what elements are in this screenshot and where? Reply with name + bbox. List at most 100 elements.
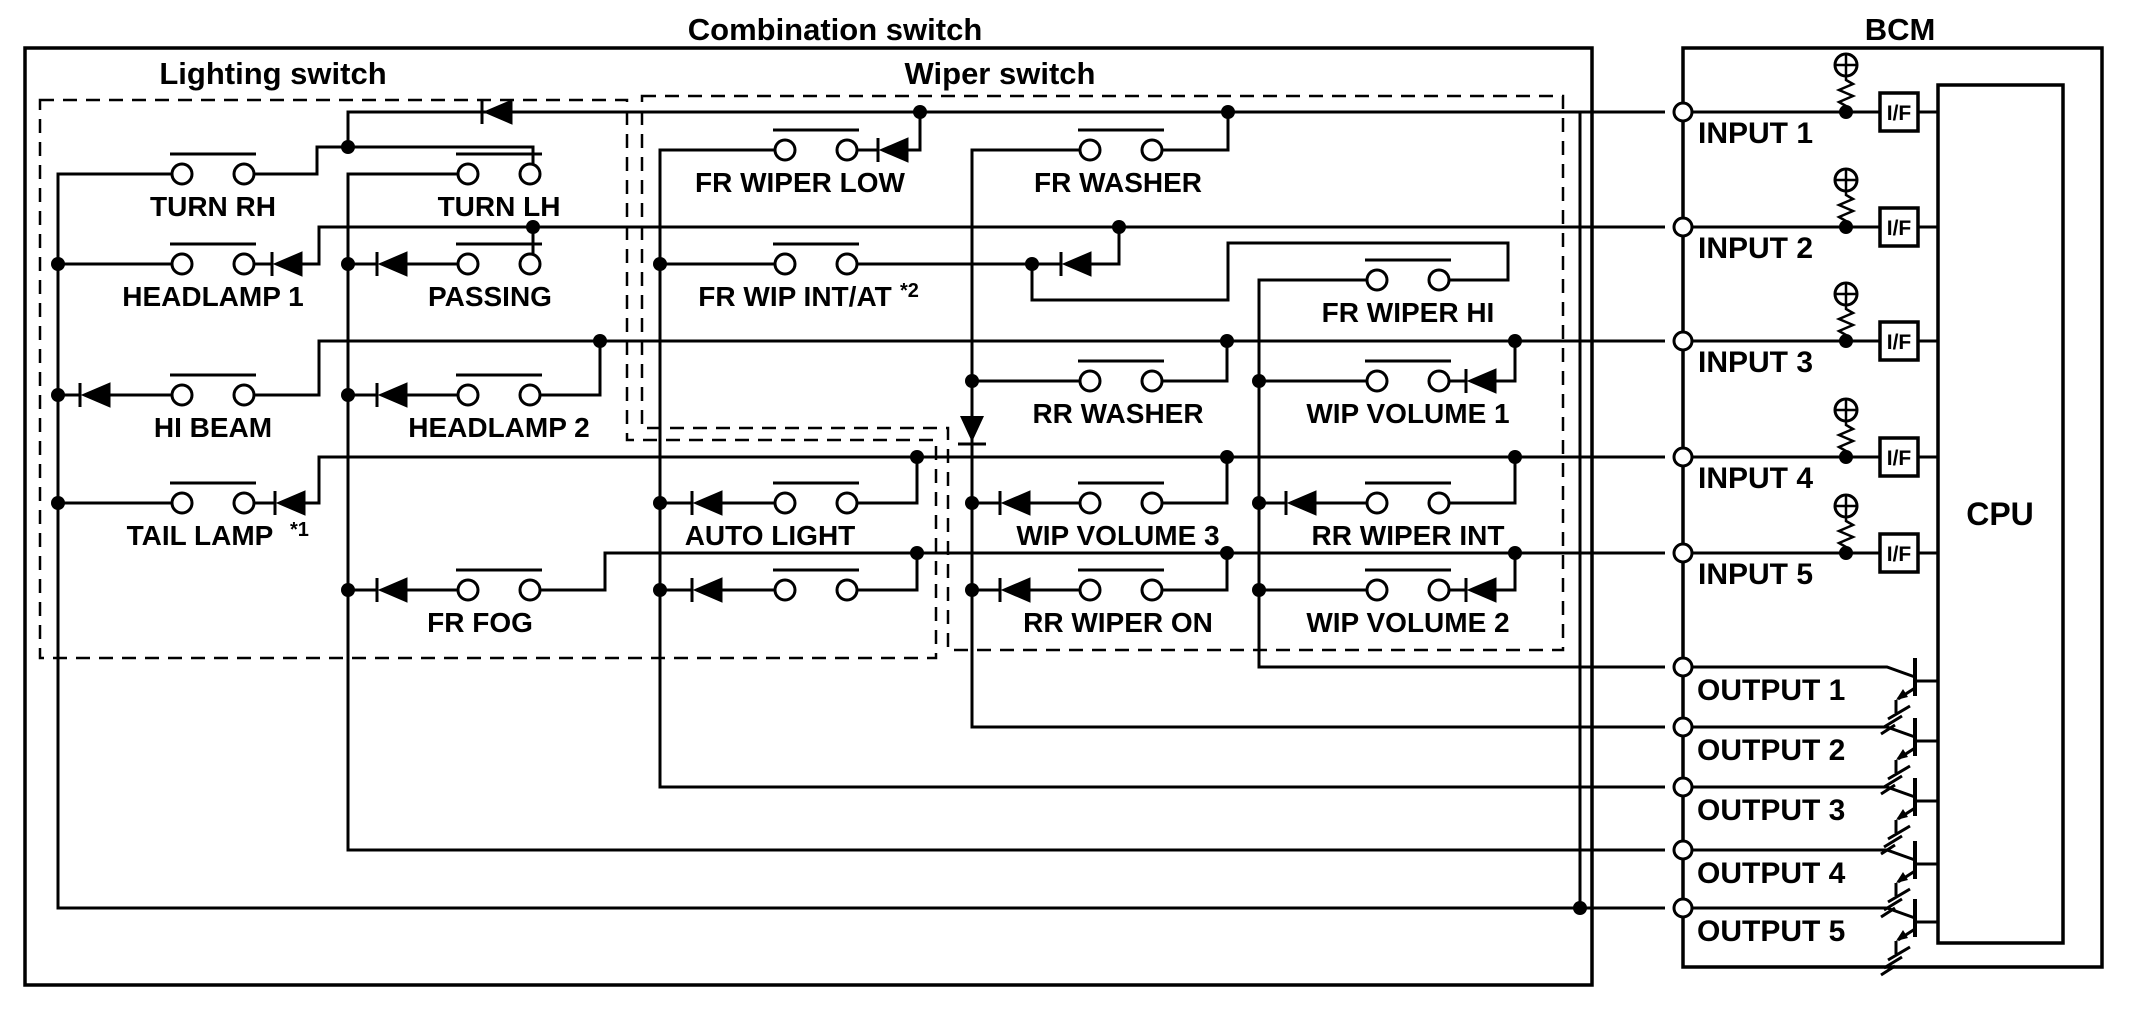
wiper-switch-dashed-box [640,94,1565,652]
if-label: I/F [1887,102,1912,125]
if-label: I/F [1887,331,1912,354]
auto-light-label: AUTO LIGHT [685,520,856,551]
titles: Combination switch BCM Lighting switch W… [159,12,1935,91]
switch-fr-wiper-hi [1363,258,1453,292]
switch-turn-rh [168,152,258,186]
terminal-output-5 [1672,897,1694,919]
diode-icon [375,250,411,278]
switch-headlamp-2 [454,373,544,407]
input-3-label: INPUT 3 [1698,346,1813,379]
fr-fog-label: FR FOG [427,607,533,638]
headlamp-1-label: HEADLAMP 1 [122,281,304,312]
output-4-label: OUTPUT 4 [1697,857,1846,890]
wip-volume-3-label: WIP VOLUME 3 [1016,520,1219,551]
switch-unlabeled [771,568,861,602]
cpu-label: CPU [1966,496,2034,532]
diode-icon [1464,576,1500,604]
wip-volume-2-label: WIP VOLUME 2 [1306,607,1509,638]
rr-wiper-on-label: RR WIPER ON [1023,607,1213,638]
switch-turn-lh [454,152,544,186]
cpu-box [1936,83,2065,945]
terminal-input-1 [1672,101,1694,123]
tail-lamp-note: *1 [290,519,309,541]
switch-fr-wiper-low [771,128,861,162]
terminal-output-3 [1672,776,1694,798]
output-2-label: OUTPUT 2 [1697,734,1845,767]
wires [56,110,1938,910]
terminal-input-2 [1672,216,1694,238]
fr-wiper-low-label: FR WIPER LOW [695,167,906,198]
diode-icon [375,381,411,409]
wiper-switch-title: Wiper switch [905,56,1096,91]
switch-hi-beam [168,373,258,407]
pullup-resistor-icon [1833,493,1859,562]
rr-washer-label: RR WASHER [1032,398,1203,429]
bcm-title: BCM [1865,12,1936,47]
diode-icon [1059,250,1095,278]
tail-lamp-label: TAIL LAMP [127,520,274,551]
terminal-output-2 [1672,716,1694,738]
terminal-input-3 [1672,330,1694,352]
if-box [1878,436,1920,478]
fr-wiper-hi-label: FR WIPER HI [1322,297,1495,328]
hi-beam-label: HI BEAM [154,412,272,443]
switch-wip-volume-2 [1363,568,1453,602]
junction-dots [51,105,1587,915]
switch-headlamp-1 [168,242,258,276]
bcm-internal-wires [1692,110,1938,555]
if-label: I/F [1887,447,1912,470]
switch-fr-fog [454,568,544,602]
input-lines [254,110,1665,592]
combination-switch-box [23,46,1594,987]
pullup-resistor-icon [1833,167,1859,236]
input-1-label: INPUT 1 [1698,117,1813,150]
pullup-resistor-icon [1833,52,1859,121]
switch-fr-washer [1076,128,1166,162]
diode-icon [78,381,114,409]
combination-switch-title: Combination switch [688,12,983,47]
diode-icon [998,576,1034,604]
switch-fr-wip-int-at [771,242,861,276]
switch-tail-lamp [168,481,258,515]
turn-lh-label: TURN LH [438,191,561,222]
switch-wip-volume-3 [1076,481,1166,515]
fr-wip-int-at-label: FR WIP INT/AT [698,281,891,312]
diode-icon [375,576,411,604]
rr-wiper-int-label: RR WIPER INT [1312,520,1505,551]
diode-icon [1464,367,1500,395]
switch-labels: TURN RH TURN LH HEADLAMP 1 PASSING HI BE… [122,167,1509,638]
turn-rh-label: TURN RH [150,191,276,222]
if-box [1878,320,1920,362]
diode-icon [690,576,726,604]
terminal-input-4 [1672,446,1694,468]
lighting-switch-title: Lighting switch [159,56,386,91]
input-5-label: INPUT 5 [1698,558,1813,591]
diode-icon [1284,489,1320,517]
switch-auto-light [771,481,861,515]
diode-icon [480,98,516,126]
pullup-resistor-icon [1833,281,1859,350]
output-3-label: OUTPUT 3 [1697,794,1845,827]
if-box [1878,91,1920,133]
diode-icon [273,489,309,517]
terminal-output-4 [1672,839,1694,861]
if-label: I/F [1887,217,1912,240]
fr-washer-label: FR WASHER [1034,167,1202,198]
if-box [1878,532,1920,574]
diode-icon [270,250,306,278]
diode-icon [690,489,726,517]
switch-rr-washer [1076,359,1166,393]
wip-volume-1-label: WIP VOLUME 1 [1306,398,1509,429]
input-2-label: INPUT 2 [1698,232,1813,265]
switch-rr-wiper-on [1076,568,1166,602]
output-1-label: OUTPUT 1 [1697,674,1845,707]
switch-passing [454,242,544,276]
terminal-output-1 [1672,656,1694,678]
output-5-label: OUTPUT 5 [1697,915,1845,948]
passing-label: PASSING [428,281,552,312]
fr-wip-int-at-note: *2 [900,280,919,302]
bcm-box [1681,46,2104,969]
if-box [1878,206,1920,248]
pullup-resistor-icon [1833,397,1859,466]
